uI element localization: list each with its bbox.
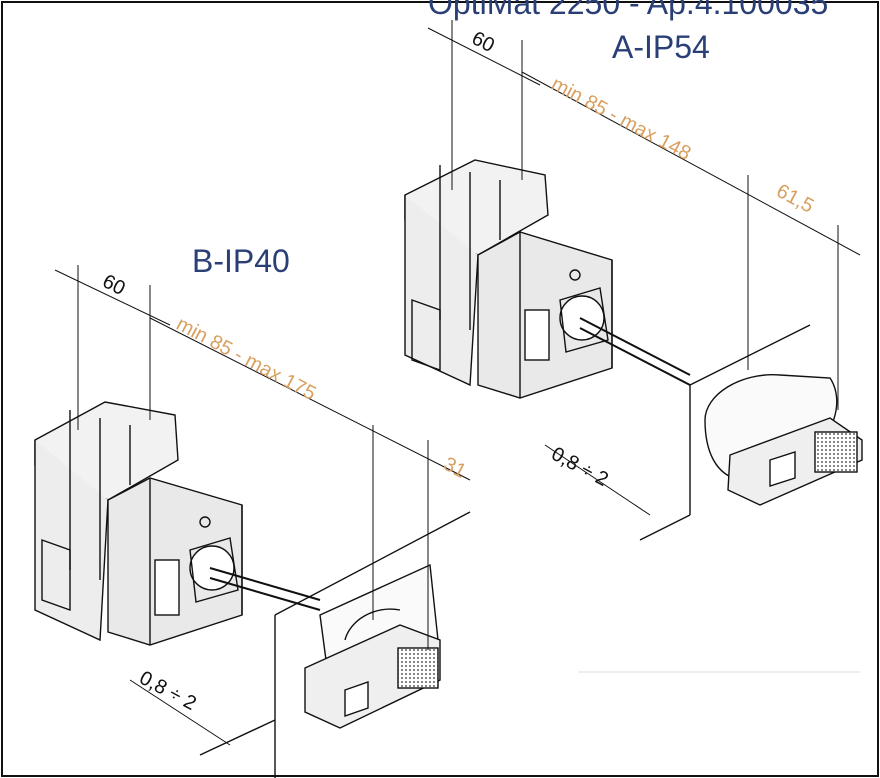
diagram-a-label: A-IP54 (612, 29, 710, 65)
a-dim-width: 60 (468, 27, 498, 57)
diagram-b-label: B-IP40 (192, 243, 290, 279)
a-dim-depth: min 85 - max 148 (548, 73, 695, 165)
diagram-a (404, 20, 863, 541)
b-dim-panel: 0,8 ÷ 2 (136, 667, 200, 715)
a-dim-panel: 0,8 ÷ 2 (548, 443, 612, 491)
b-dim-handle: 31 (440, 453, 470, 483)
handle-a (704, 374, 863, 506)
a-dim-handle: 61,5 (773, 180, 818, 218)
header-title: OptiMat 2250 - Ap.4.100035 (428, 0, 828, 21)
breaker-a (404, 159, 691, 399)
b-dim-width: 60 (99, 270, 129, 300)
handle-b (304, 563, 441, 729)
b-dim-depth: min 85 - max 175 (173, 313, 320, 405)
panel-a (639, 324, 811, 541)
breaker-b (34, 401, 321, 646)
diagram-b (34, 265, 471, 778)
